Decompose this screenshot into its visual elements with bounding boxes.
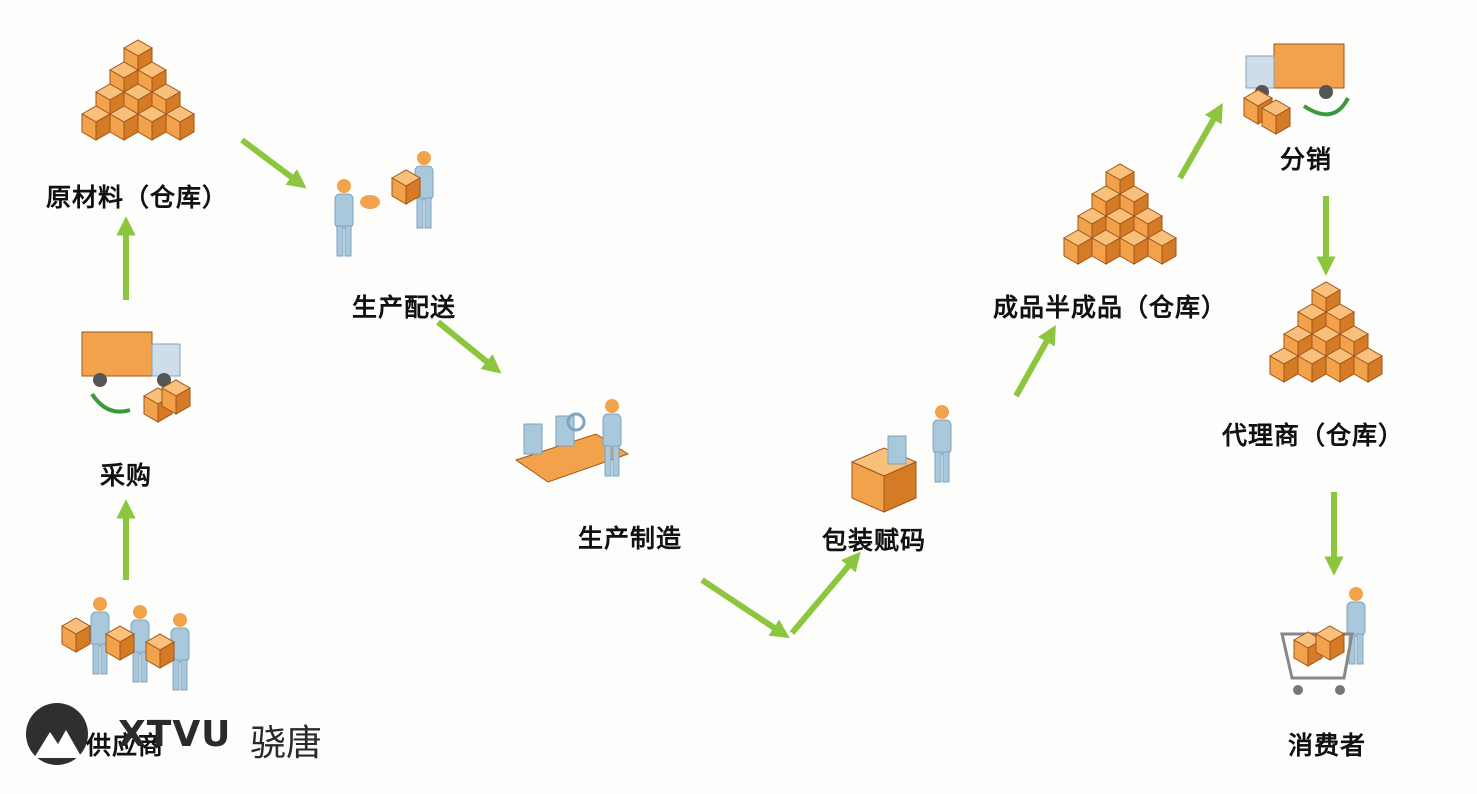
watermark-latin: XTVU <box>118 714 232 755</box>
node-label-manufacturing: 生产制造 <box>578 524 683 553</box>
arrow-up-to-packaging <box>789 551 861 635</box>
watermark-chinese: 骁唐 <box>250 723 323 764</box>
watermark: XTVU 骁唐 <box>22 700 342 770</box>
manufacturing-icon <box>514 398 630 483</box>
watermark-logo-icon <box>26 703 88 765</box>
arrow-manufacturing-down <box>700 577 790 639</box>
flow-arrows <box>116 102 1344 639</box>
raw-material-warehouse-icon <box>82 40 194 140</box>
packaging-coding-icon <box>850 404 952 513</box>
agent-warehouse-icon <box>1270 282 1382 382</box>
node-label-raw-material: 原材料（仓库） <box>46 183 229 212</box>
node-label-packaging-coding: 包装赋码 <box>822 526 927 555</box>
supplier-people-icon <box>61 596 190 691</box>
node-label-distribution: 分销 <box>1280 145 1333 174</box>
node-label-supplier: 供应商 <box>86 731 165 760</box>
consumer-shopping-cart-icon <box>1280 586 1366 695</box>
procurement-truck-icon <box>81 331 191 423</box>
production-delivery-icon <box>334 150 434 257</box>
node-label-production-delivery: 生产配送 <box>352 293 457 322</box>
arrow-raw-to-delivery <box>240 137 307 189</box>
node-label-consumer: 消费者 <box>1288 731 1367 760</box>
node-label-semi-finished-warehouse: 成品半成品（仓库） <box>993 293 1228 322</box>
arrow-warehouse-to-distribution <box>1177 102 1223 180</box>
node-label-procurement: 采购 <box>100 461 153 490</box>
arrow-packaging-to-warehouse <box>1013 324 1056 398</box>
distribution-truck-icon <box>1243 43 1350 135</box>
semi-finished-warehouse-icon <box>1064 164 1176 264</box>
arrow-delivery-to-manufacturing <box>436 319 502 374</box>
node-label-agent-warehouse: 代理商（仓库） <box>1222 421 1405 450</box>
